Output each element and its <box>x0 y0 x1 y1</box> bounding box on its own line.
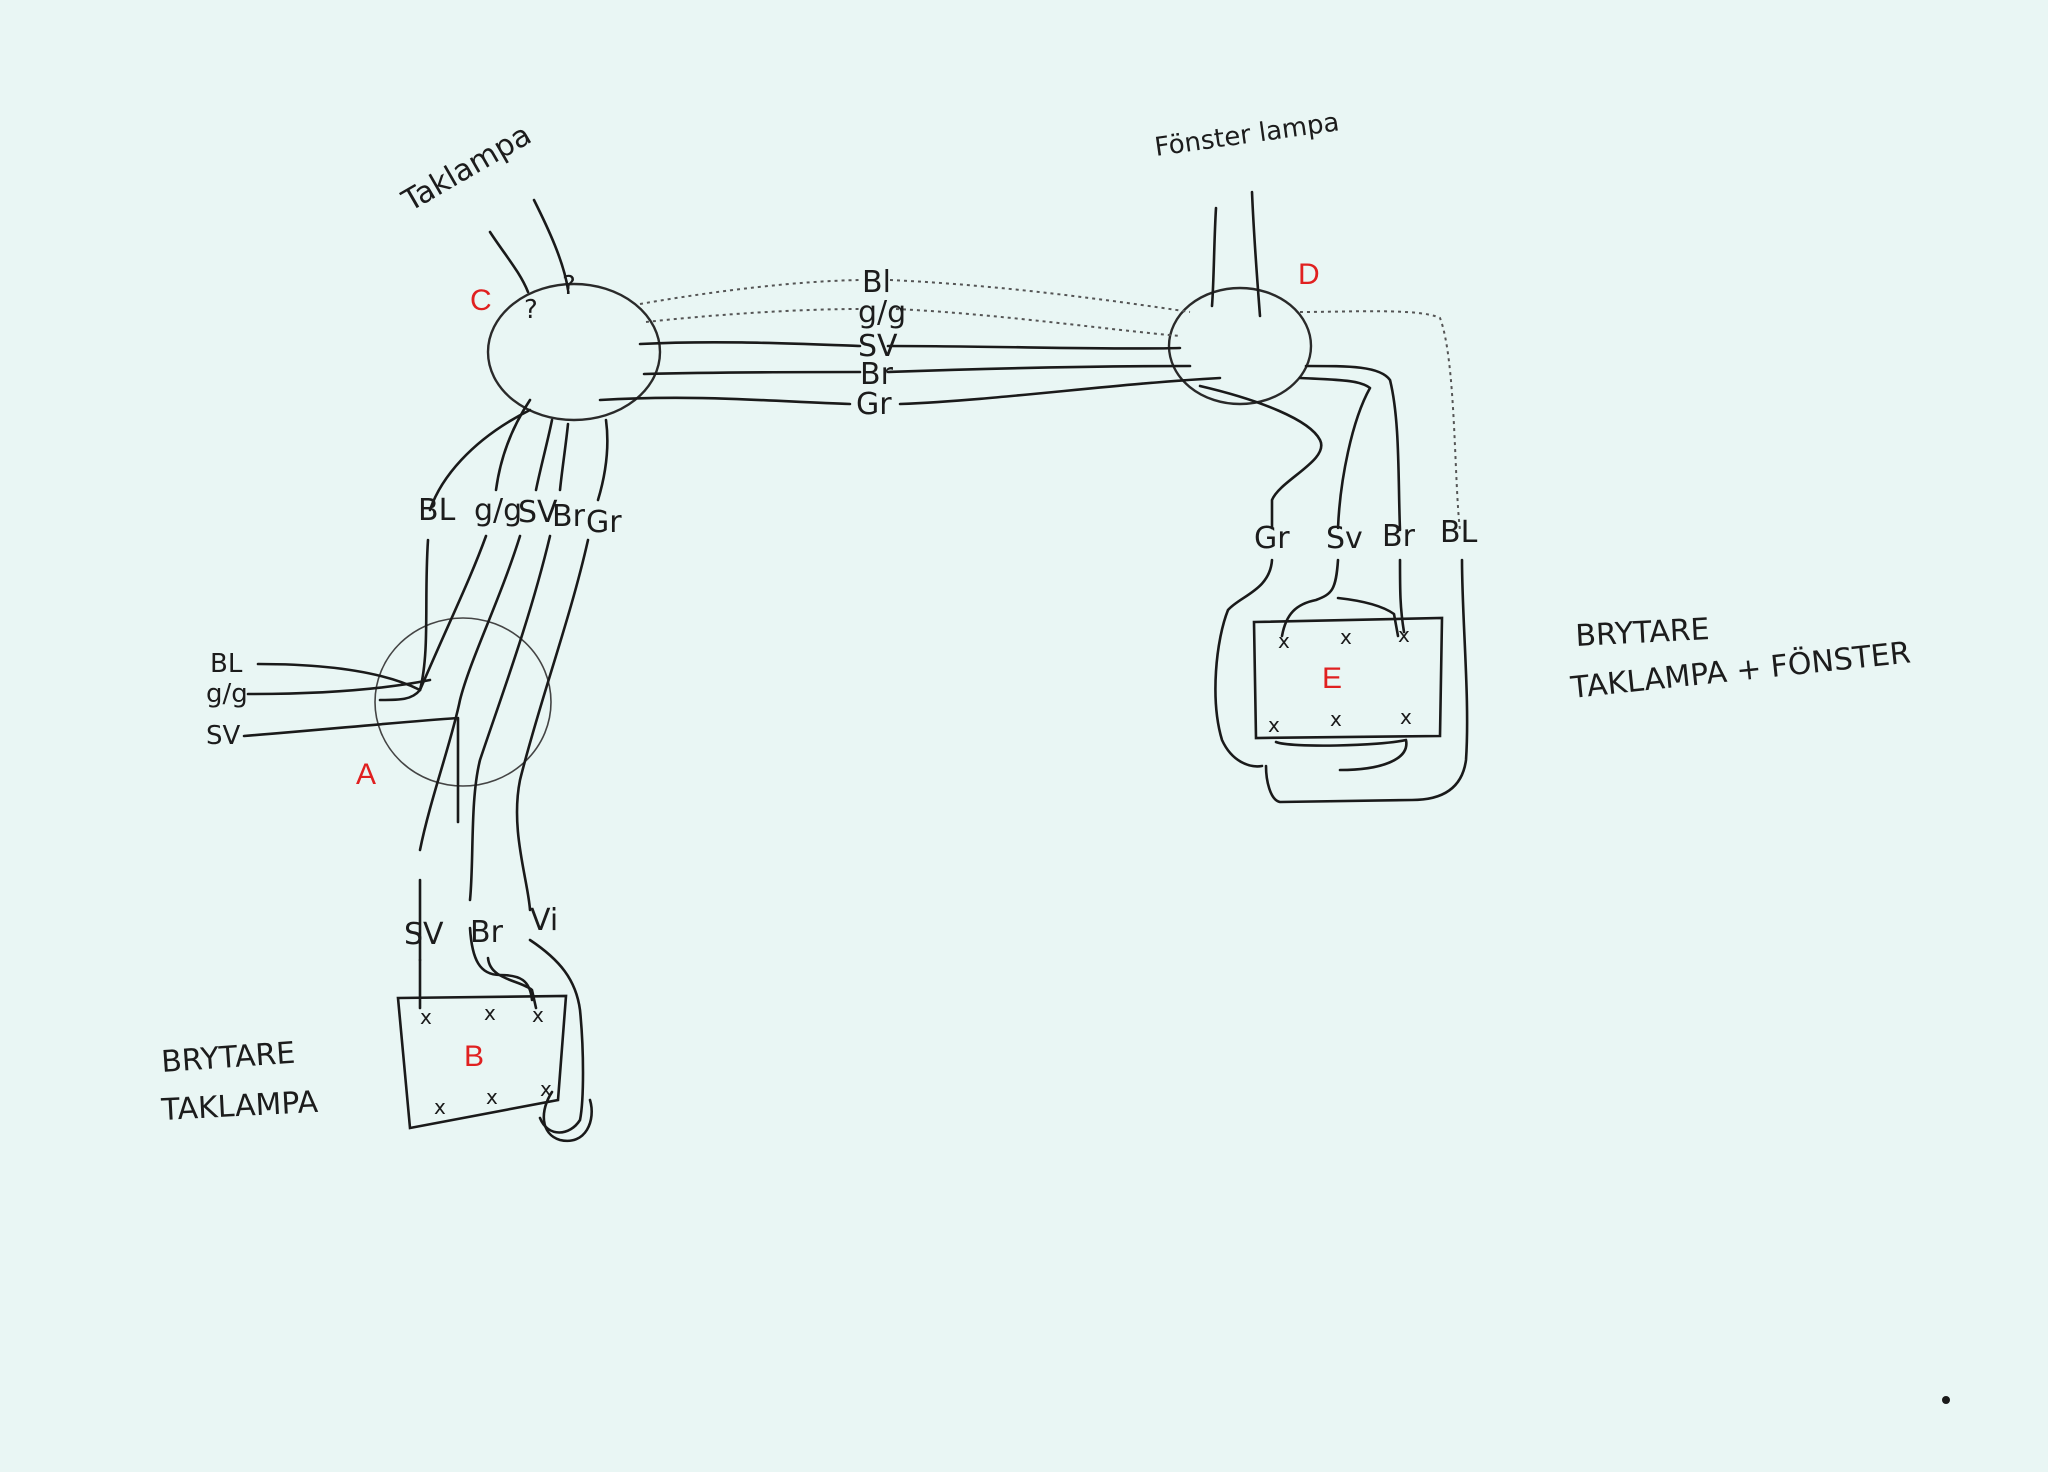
switch-b-terminal: x <box>486 1085 498 1109</box>
trunk-label-gg: g/g <box>858 295 906 330</box>
trunk-label-br: Br <box>860 357 894 392</box>
marker-c: C <box>470 284 492 317</box>
d-wire-br <box>1304 364 1402 532</box>
switch-b-caption-line2: TAKLAMPA <box>160 1085 320 1128</box>
trunk-label-sv: SV <box>858 329 898 364</box>
junction-a-ring <box>374 617 552 787</box>
ink-dot <box>1942 1396 1950 1404</box>
switch-e-lead-br <box>1398 558 1406 634</box>
d-wire-bl <box>1299 310 1461 531</box>
riser-label-gg: g/g <box>474 493 522 528</box>
feed-label-sv: SV <box>206 721 241 751</box>
riser-label-sv: SV <box>518 495 558 530</box>
switch-e-caption-line1: BRYTARE <box>1575 612 1711 654</box>
ceiling-lamp-unknown: ? <box>524 295 538 325</box>
trunk-label-gr: Gr <box>856 387 892 422</box>
riser-wire-sv <box>418 418 554 962</box>
switch-b-label-br: Br <box>470 915 504 950</box>
trunk-wire-5 <box>598 376 1222 406</box>
switch-e-terminal: x <box>1398 623 1410 647</box>
switch-e-terminal: x <box>1268 713 1280 737</box>
ceiling-lamp-lead-2 <box>532 198 570 292</box>
d-wire-sv <box>1298 376 1372 530</box>
switch-b-terminal: x <box>484 1001 496 1025</box>
switch-e-terminal: x <box>1330 707 1342 731</box>
feed-label-bl: BL <box>210 649 243 679</box>
d-wire-gr <box>1198 384 1323 530</box>
marker-a: A <box>356 758 376 791</box>
riser-wire-bl <box>378 408 532 702</box>
switch-b-caption-line1: BRYTARE <box>160 1036 296 1080</box>
feed-wire-gg <box>246 678 432 696</box>
riser-wire-gg <box>418 398 532 692</box>
trunk-wire-4 <box>642 364 1192 376</box>
riser-label-gr: Gr <box>586 505 622 540</box>
trunk-label-bl: Bl <box>862 265 891 300</box>
trunk-wire-2 <box>645 308 1181 337</box>
feed-label-gg: g/g <box>206 679 248 709</box>
trunk-wire-1 <box>639 279 1191 313</box>
ceiling-lamp-unknown: ? <box>562 271 576 301</box>
riser-label-br: Br <box>552 499 586 534</box>
marker-d: D <box>1298 258 1320 291</box>
switch-e-lead-sv <box>1280 558 1400 638</box>
switch-b-label-vi: Vi <box>530 903 558 938</box>
switch-e-label-gr: Gr <box>1254 521 1290 556</box>
switch-e-label-bl: BL <box>1440 515 1478 550</box>
switch-e-bridge <box>1274 738 1408 772</box>
ceiling-lamp-lead-1 <box>488 230 530 294</box>
window-lamp-label: Fönster lampa <box>1153 107 1341 163</box>
switch-e-terminal: x <box>1340 625 1352 649</box>
switch-b-lead-br <box>486 956 538 1010</box>
switch-e-lead-bl <box>1264 558 1469 804</box>
marker-b: B <box>464 1040 484 1073</box>
switch-e-box <box>1252 616 1444 740</box>
switch-e-terminal: x <box>1400 705 1412 729</box>
junction-c-ring <box>486 282 662 422</box>
switch-e-lead-gr <box>1214 558 1274 768</box>
junction-d-ring <box>1167 286 1313 406</box>
riser-wire-gr <box>515 418 609 1134</box>
switch-b-terminal: x <box>420 1005 432 1029</box>
window-lamp-lead-1 <box>1210 206 1218 308</box>
switch-e-label-sv: Sv <box>1326 521 1363 556</box>
switch-e-terminal: x <box>1278 629 1290 653</box>
window-lamp-lead-2 <box>1250 190 1262 318</box>
switch-b-terminal: x <box>532 1003 544 1027</box>
switch-b-terminal: x <box>540 1077 552 1101</box>
switch-b-terminal: x <box>434 1095 446 1119</box>
switch-b-box <box>396 994 568 1130</box>
switch-b-label-sv: SV <box>404 917 444 952</box>
marker-e: E <box>1322 662 1342 695</box>
switch-e-label-br: Br <box>1382 519 1416 554</box>
feed-wire-sv <box>242 716 460 824</box>
ceiling-lamp-label: Taklampa <box>396 117 538 219</box>
switch-b-loop <box>542 1090 593 1143</box>
riser-label-bl: BL <box>418 493 456 528</box>
trunk-wire-3 <box>638 340 1182 350</box>
